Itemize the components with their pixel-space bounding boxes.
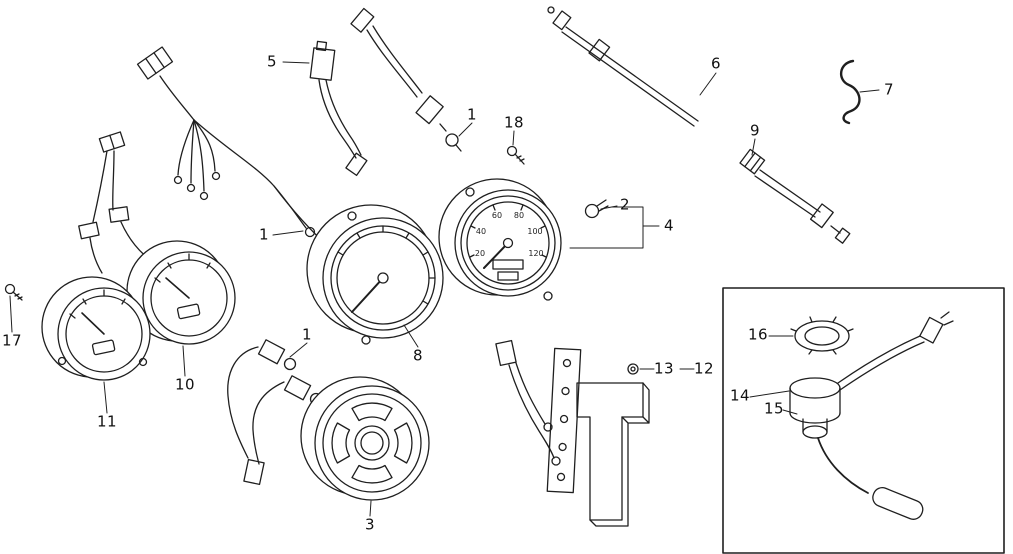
bracket-t	[576, 382, 644, 521]
wire-harness	[78, 46, 333, 274]
speedometer-gauge: 20 40 60 80 100 120	[438, 178, 562, 301]
callout-10-gauge: 10	[174, 375, 196, 394]
speedo-dial-100: 100	[527, 227, 542, 236]
callout-7-clip: 7	[883, 80, 895, 99]
fuel-sender-box	[722, 287, 1005, 554]
callout-9-cable-nut: 9	[749, 121, 761, 140]
callout-1-bulb-top: 1	[466, 105, 478, 124]
callout-1-case-bulb: 1	[301, 325, 313, 344]
lock-ring	[790, 316, 854, 355]
gauge-11	[41, 276, 151, 381]
callout-2-bulb: 2	[619, 195, 631, 214]
speedo-dial-80: 80	[514, 211, 524, 220]
callout-14-sender: 14	[729, 386, 751, 405]
fuel-temp-gauges	[41, 240, 236, 381]
speedometer-cable	[547, 6, 851, 244]
callout-11-gauge: 11	[96, 412, 118, 431]
gauge-10	[126, 240, 236, 345]
callout-3-case: 3	[364, 515, 376, 534]
callout-6-cable: 6	[710, 54, 722, 73]
case-bulb-sockets	[227, 339, 323, 486]
callout-17-screw: 17	[1, 331, 23, 350]
grommet-13	[627, 363, 639, 375]
speedo-dial-20: 20	[475, 249, 485, 258]
callout-8-tachometer: 8	[412, 346, 424, 365]
gauge-case	[300, 376, 430, 501]
callout-13-grommet: 13	[653, 359, 675, 378]
trip-window	[497, 271, 519, 281]
bulb-socket-wire	[350, 7, 462, 152]
odometer-window	[492, 259, 524, 270]
callout-16-lock-ring: 16	[747, 325, 769, 344]
callout-5-relay: 5	[266, 52, 278, 71]
callout-12-bracket: 12	[693, 359, 715, 378]
bracket-wire	[495, 339, 561, 466]
callout-15-sender-body: 15	[763, 399, 785, 418]
callout-1-harness-socket: 1	[258, 225, 270, 244]
callout-18-screw: 18	[503, 113, 525, 132]
tachometer-gauge	[306, 204, 444, 345]
s-hook-clip	[840, 59, 861, 125]
bracket-plate	[546, 347, 582, 494]
float	[872, 486, 924, 520]
relay-unit	[309, 40, 368, 177]
screw-17	[4, 283, 23, 301]
speedo-dial-40: 40	[476, 227, 486, 236]
speedo-dial-60: 60	[492, 211, 502, 220]
callout-4-speedo-assy: 4	[663, 216, 675, 235]
gauge-case-assembly	[227, 339, 430, 501]
screw-18	[506, 145, 525, 165]
fuel-sender-group	[722, 287, 1005, 554]
leader-lines	[9, 61, 880, 517]
speedo-dial-120: 120	[528, 249, 543, 258]
mounting-bracket	[495, 339, 650, 527]
fuel-sender-unit	[789, 311, 954, 520]
cable-joint-nut	[739, 148, 766, 175]
